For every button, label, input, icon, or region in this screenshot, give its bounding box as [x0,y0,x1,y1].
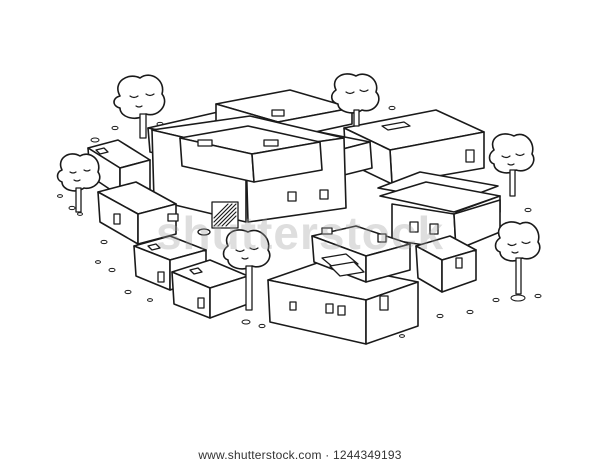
building-main [151,115,347,236]
building-left-mid [97,181,179,245]
tree-front-center [222,229,271,311]
tree-left [56,153,101,213]
tree-back-center [330,73,380,127]
building-left-front [133,235,249,319]
tree-right-back [488,133,535,197]
tree-back-left [113,74,166,139]
footer-bar: www.shutterstock.com · 1244349193 [0,440,600,470]
building-front-center [267,225,419,345]
building-right-mid [377,171,501,251]
footer-text: www.shutterstock.com · 1244349193 [198,448,402,462]
building-front-right [415,235,477,293]
tree-right-front [494,221,541,302]
